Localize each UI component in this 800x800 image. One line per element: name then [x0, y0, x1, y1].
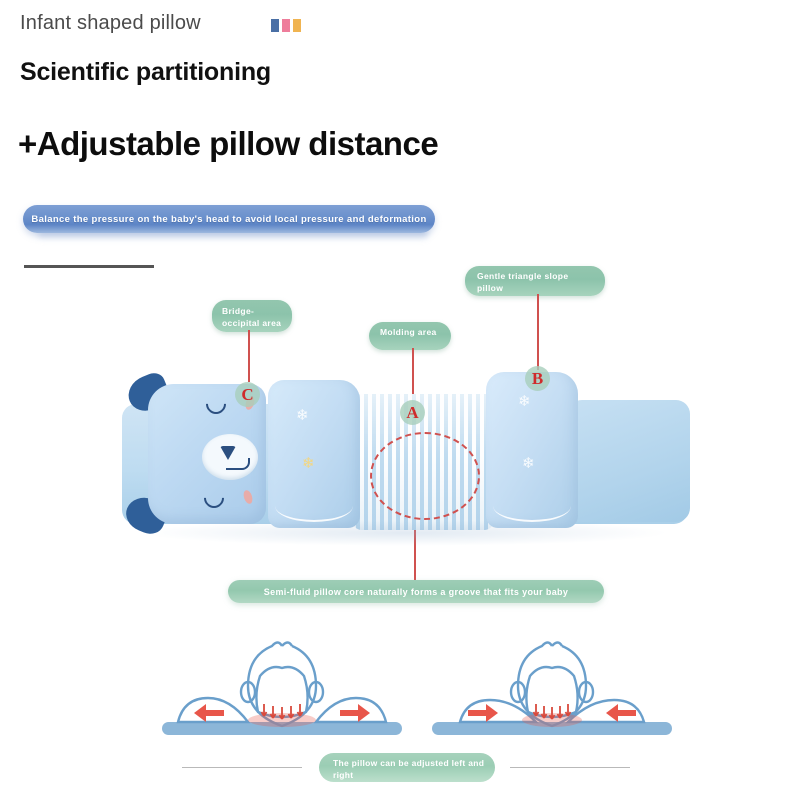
- diagram-pillow-narrow: [422, 630, 682, 745]
- baby-head-outline: [239, 641, 325, 728]
- arrow-right-inward: [606, 704, 636, 722]
- diagram-pillow-wide: [152, 630, 412, 745]
- leader-line-c: [248, 330, 250, 382]
- groove-highlight-ellipse: [370, 432, 480, 520]
- swatch-yellow: [293, 19, 301, 32]
- bear-mouth: [226, 458, 250, 470]
- leader-line-b: [537, 294, 539, 370]
- side-pillow-outlines: [176, 696, 388, 724]
- embroidery-rabbit-right: ❄: [518, 393, 531, 410]
- pressure-balance-banner: Balance the pressure on the baby's head …: [23, 205, 435, 233]
- marker-badge-a: A: [400, 400, 425, 425]
- product-illustration: ❄ ❄ ❄ ❄: [120, 352, 690, 547]
- color-swatch-group: [271, 19, 301, 32]
- swatch-blue: [271, 19, 279, 32]
- arrow-right-outward: [340, 704, 370, 722]
- pressure-glow: [248, 713, 316, 727]
- side-bolster-right: [486, 372, 578, 528]
- diagram-narrow-svg: [432, 641, 672, 735]
- marker-badge-b: B: [525, 366, 550, 391]
- callout-bridge-occipital-area: Bridge-occipital area: [212, 300, 292, 332]
- diagram-wide-svg: [162, 641, 402, 735]
- pressure-arrows: [260, 704, 304, 720]
- page-title-primary: Scientific partitioning: [20, 58, 271, 86]
- embroidery-cloud-left: ❄: [296, 407, 309, 424]
- side-pillow-outlines: [458, 698, 646, 724]
- mattress-bar: [432, 722, 672, 735]
- leader-line-a: [412, 348, 414, 402]
- pressure-glow: [522, 713, 582, 727]
- marker-badge-c: C: [235, 382, 260, 407]
- bear-nose: [220, 446, 236, 460]
- arrow-left-inward: [468, 704, 498, 722]
- adjust-left-right-label: The pillow can be adjusted left and righ…: [319, 753, 495, 782]
- callout-gentle-triangle-slope: Gentle triangle slope pillow: [465, 266, 605, 296]
- baby-head-outline: [509, 641, 595, 728]
- leader-line-core: [414, 525, 416, 581]
- semi-fluid-core-banner: Semi-fluid pillow core naturally forms a…: [228, 580, 604, 603]
- pressure-arrows: [532, 704, 572, 720]
- arrow-left-outward: [194, 704, 224, 722]
- side-bolster-left: [268, 380, 360, 528]
- pillow-base-pad-right: [568, 400, 690, 522]
- bottom-rule-right: [510, 767, 630, 768]
- page-kicker: Infant shaped pillow: [20, 12, 201, 34]
- callout-molding-area: Molding area: [369, 322, 451, 350]
- product-ground-shadow: [140, 520, 670, 546]
- embroidery-bear-right: ❄: [522, 455, 535, 472]
- pressure-balance-banner-text: Balance the pressure on the baby's head …: [31, 213, 427, 225]
- bottom-rule-left: [182, 767, 302, 768]
- embroidery-flower-left: ❄: [302, 455, 315, 472]
- mattress-bar: [162, 722, 402, 735]
- page-title-secondary: +Adjustable pillow distance: [18, 125, 439, 162]
- swatch-pink: [282, 19, 290, 32]
- section-divider-rule: [24, 265, 154, 268]
